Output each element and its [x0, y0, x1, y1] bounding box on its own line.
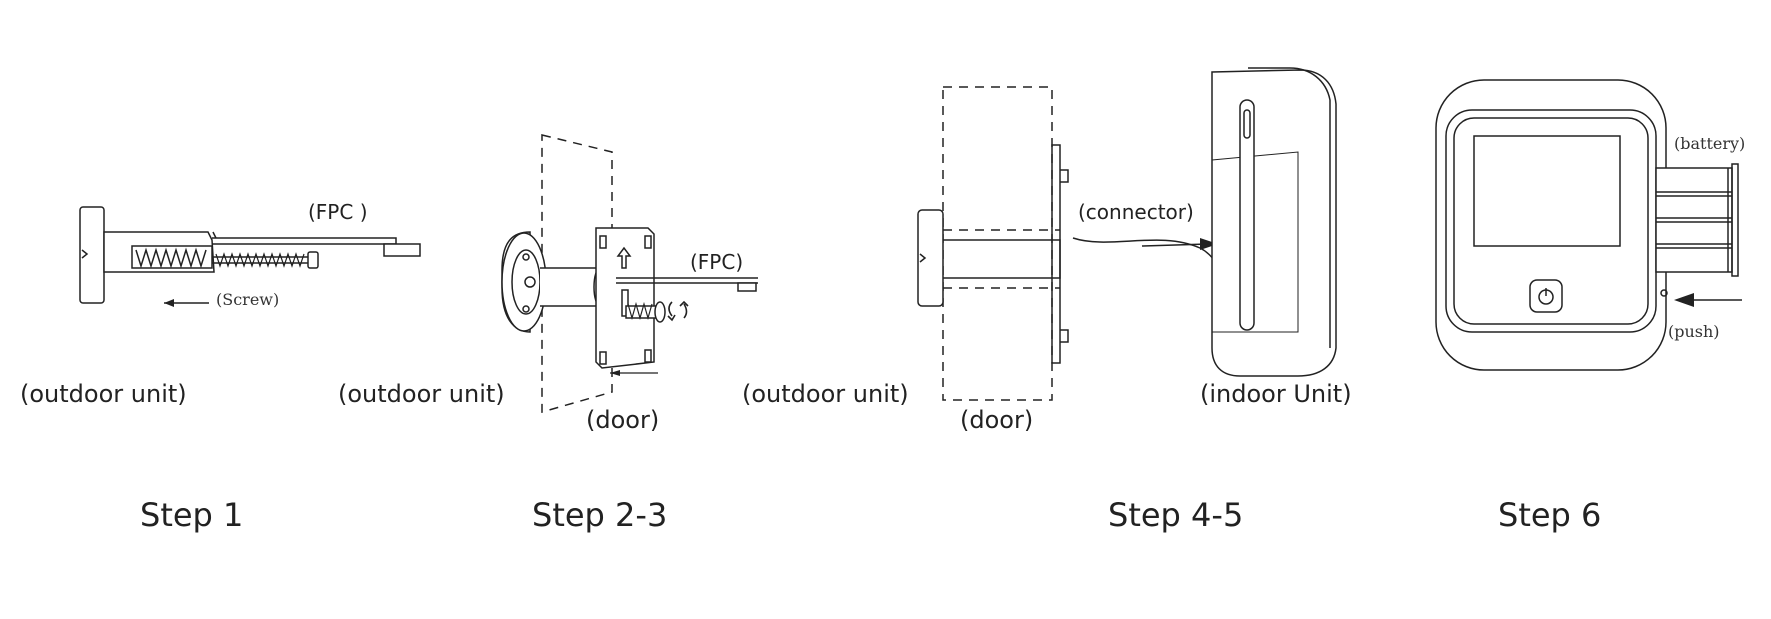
plate-arrow	[610, 370, 658, 376]
push-arrow	[1674, 293, 1742, 307]
screw-label: (Screw)	[216, 290, 280, 309]
push-label: (push)	[1668, 322, 1720, 341]
connector-label: (connector)	[1078, 200, 1194, 224]
battery-label: (battery)	[1674, 134, 1746, 153]
outdoor-unit-label-2: (outdoor unit)	[338, 380, 505, 408]
step-6-label: Step 6	[1498, 496, 1602, 534]
step4-5-drawing	[917, 67, 1337, 401]
connector-arrow	[1141, 238, 1218, 250]
screw-arrow	[164, 299, 209, 307]
step-4-5-label: Step 4-5	[1108, 496, 1244, 534]
step6-drawing	[1435, 79, 1742, 371]
battery-pack	[1655, 163, 1739, 277]
step2-3-drawing	[501, 134, 758, 413]
outdoor-unit-label-3: (outdoor unit)	[742, 380, 909, 408]
indoor-unit-label: (indoor Unit)	[1200, 380, 1352, 408]
door-outline-2	[942, 86, 1053, 401]
step-1-label: Step 1	[140, 496, 244, 534]
step1-drawing	[79, 206, 421, 307]
fpc-label-2: (FPC)	[690, 250, 744, 274]
door-outline	[541, 134, 613, 413]
outdoor-unit-label-1: (outdoor unit)	[20, 380, 187, 408]
fpc-label: (FPC )	[308, 200, 368, 224]
door-label-2: (door)	[960, 406, 1034, 434]
door-label-1: (door)	[586, 406, 660, 434]
step-2-3-label: Step 2-3	[532, 496, 668, 534]
